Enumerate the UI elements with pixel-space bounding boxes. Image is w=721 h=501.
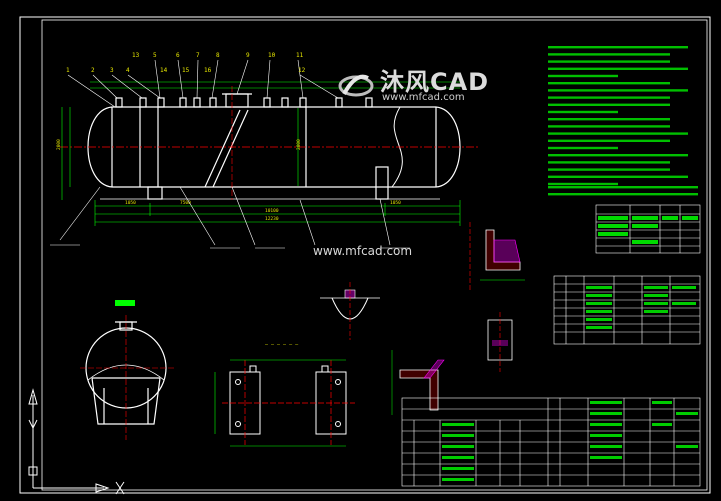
svg-text:1050: 1050 xyxy=(390,200,401,206)
svg-text:1050: 1050 xyxy=(125,200,136,206)
note-line xyxy=(548,139,670,142)
note-line xyxy=(548,103,670,106)
note-line xyxy=(548,118,670,121)
weld-detail-a xyxy=(469,222,525,290)
balloon-number: 7 xyxy=(196,52,200,59)
balloon-number: 14 xyxy=(160,67,168,74)
balloon-number: 2 xyxy=(91,67,95,74)
balloon-number: 4 xyxy=(126,67,130,74)
svg-text:10100: 10100 xyxy=(265,208,279,214)
design-data-table xyxy=(595,204,701,254)
note-line xyxy=(548,53,670,56)
note-line xyxy=(548,132,688,135)
note-line xyxy=(548,82,670,85)
balloon-number: 15 xyxy=(182,67,190,74)
balloon-number: 3 xyxy=(110,67,114,74)
note-line xyxy=(548,182,618,186)
balloon-number: 5 xyxy=(153,52,157,59)
ucs-axis-icon xyxy=(28,388,125,495)
balloon-number: 6 xyxy=(176,52,180,59)
balloon-number: 9 xyxy=(246,52,250,59)
note-line xyxy=(548,46,688,49)
weld-detail-d xyxy=(487,312,513,372)
drawing-inner-frame xyxy=(41,19,708,491)
vessel-dimensions xyxy=(61,81,461,226)
balloon-number: 10 xyxy=(268,52,276,59)
note-line xyxy=(548,60,670,63)
note-line xyxy=(548,168,670,171)
note-line xyxy=(548,89,688,92)
svg-text:12230: 12230 xyxy=(265,216,279,222)
mfcad-logo-icon xyxy=(338,74,374,97)
nozzle-table xyxy=(553,275,701,345)
note-line xyxy=(548,146,618,150)
balloon-number: 11 xyxy=(296,52,304,59)
note-line xyxy=(548,67,688,70)
weld-detail-c xyxy=(391,350,445,415)
technical-notes xyxy=(548,46,698,196)
svg-text:— — — — — —: — — — — — — xyxy=(265,342,299,348)
balloon-number: 8 xyxy=(216,52,220,59)
note-line xyxy=(548,96,670,99)
balloon-number: 13 xyxy=(132,52,140,59)
balloon-leaders xyxy=(67,59,339,108)
note-line xyxy=(548,175,688,178)
svg-text:7500: 7500 xyxy=(180,200,191,206)
note-line xyxy=(548,154,688,157)
note-line xyxy=(548,186,698,189)
watermark-url-center: www.mfcad.com xyxy=(313,244,413,258)
parts-list-table xyxy=(401,397,701,487)
balloon-number: 16 xyxy=(204,67,212,74)
balloon-number: 1 xyxy=(66,67,70,74)
watermark-brand: 沐风CAD xyxy=(380,68,490,96)
weld-detail-b xyxy=(320,282,380,340)
balloon-number: 12 xyxy=(298,67,306,74)
watermark-url-small: www.mfcad.com xyxy=(382,92,465,103)
note-line xyxy=(548,74,618,78)
note-line xyxy=(548,110,618,114)
drawing-frame xyxy=(19,16,711,494)
note-line xyxy=(548,161,670,164)
svg-text:2800: 2800 xyxy=(296,139,302,150)
note-line xyxy=(548,125,670,128)
note-line xyxy=(548,193,698,196)
svg-text:2000: 2000 xyxy=(56,139,62,150)
